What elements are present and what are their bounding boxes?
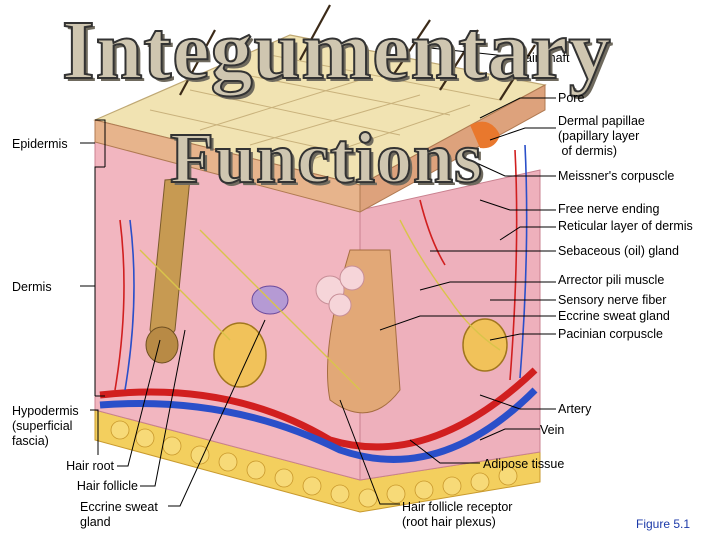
label-sebaceous-gland: Sebaceous (oil) gland [558,244,679,258]
label-hair-follicle-receptor: Hair follicle receptor (root hair plexus… [402,500,513,529]
pacinian-corpuscle-right [462,318,508,372]
hair-bulb-left [145,326,179,364]
label-arrector-pili: Arrector pili muscle [558,273,665,287]
label-hair-shaft: Hair shaft [516,51,570,65]
label-reticular-layer: Reticular layer of dermis [558,219,693,233]
hair-follicle-center [327,249,401,414]
label-hypodermis: Hypodermis (superficial fascia) [12,404,79,448]
figure-label: Figure 5.1 [636,517,691,531]
label-pacinian-corpuscle: Pacinian corpuscle [558,327,663,341]
artery-vessel [99,367,538,451]
label-epidermis: Epidermis [12,137,68,151]
title-line-1: Integumentary [61,4,612,97]
capillaries [114,144,528,391]
label-dermal-papillae: Dermal papillae (papillary layer of derm… [558,114,645,158]
hair-shafts [179,4,536,101]
label-meissners-corpuscle: Meissner's corpuscle [558,169,675,183]
nerve-fibers [139,219,501,391]
label-dermis: Dermis [12,280,52,294]
sebaceous-gland [315,265,365,317]
surface-grooves [149,54,501,161]
label-eccrine-sweat-gland-right: Eccrine sweat gland [558,309,670,323]
pacinian-corpuscle-left [213,322,267,388]
epidermis-right-slab [359,84,546,213]
label-vein: Vein [540,423,565,437]
label-hair-follicle: Hair follicle [76,479,138,493]
label-adipose-tissue: Adipose tissue [483,457,565,471]
dermal-papillae [470,121,500,149]
label-sensory-nerve-fiber: Sensory nerve fiber [558,293,667,307]
label-hair-root: Hair root [66,459,114,473]
label-artery: Artery [558,402,592,416]
label-free-nerve-ending: Free nerve ending [558,202,660,216]
label-pore: Pore [558,91,585,105]
fat-cells [110,420,518,508]
title-line-2: Functions [169,117,484,199]
vein-vessel [99,387,538,463]
label-eccrine-sweat-gland-left: Eccrine sweat gland [80,500,158,529]
leader-lines [80,47,556,507]
